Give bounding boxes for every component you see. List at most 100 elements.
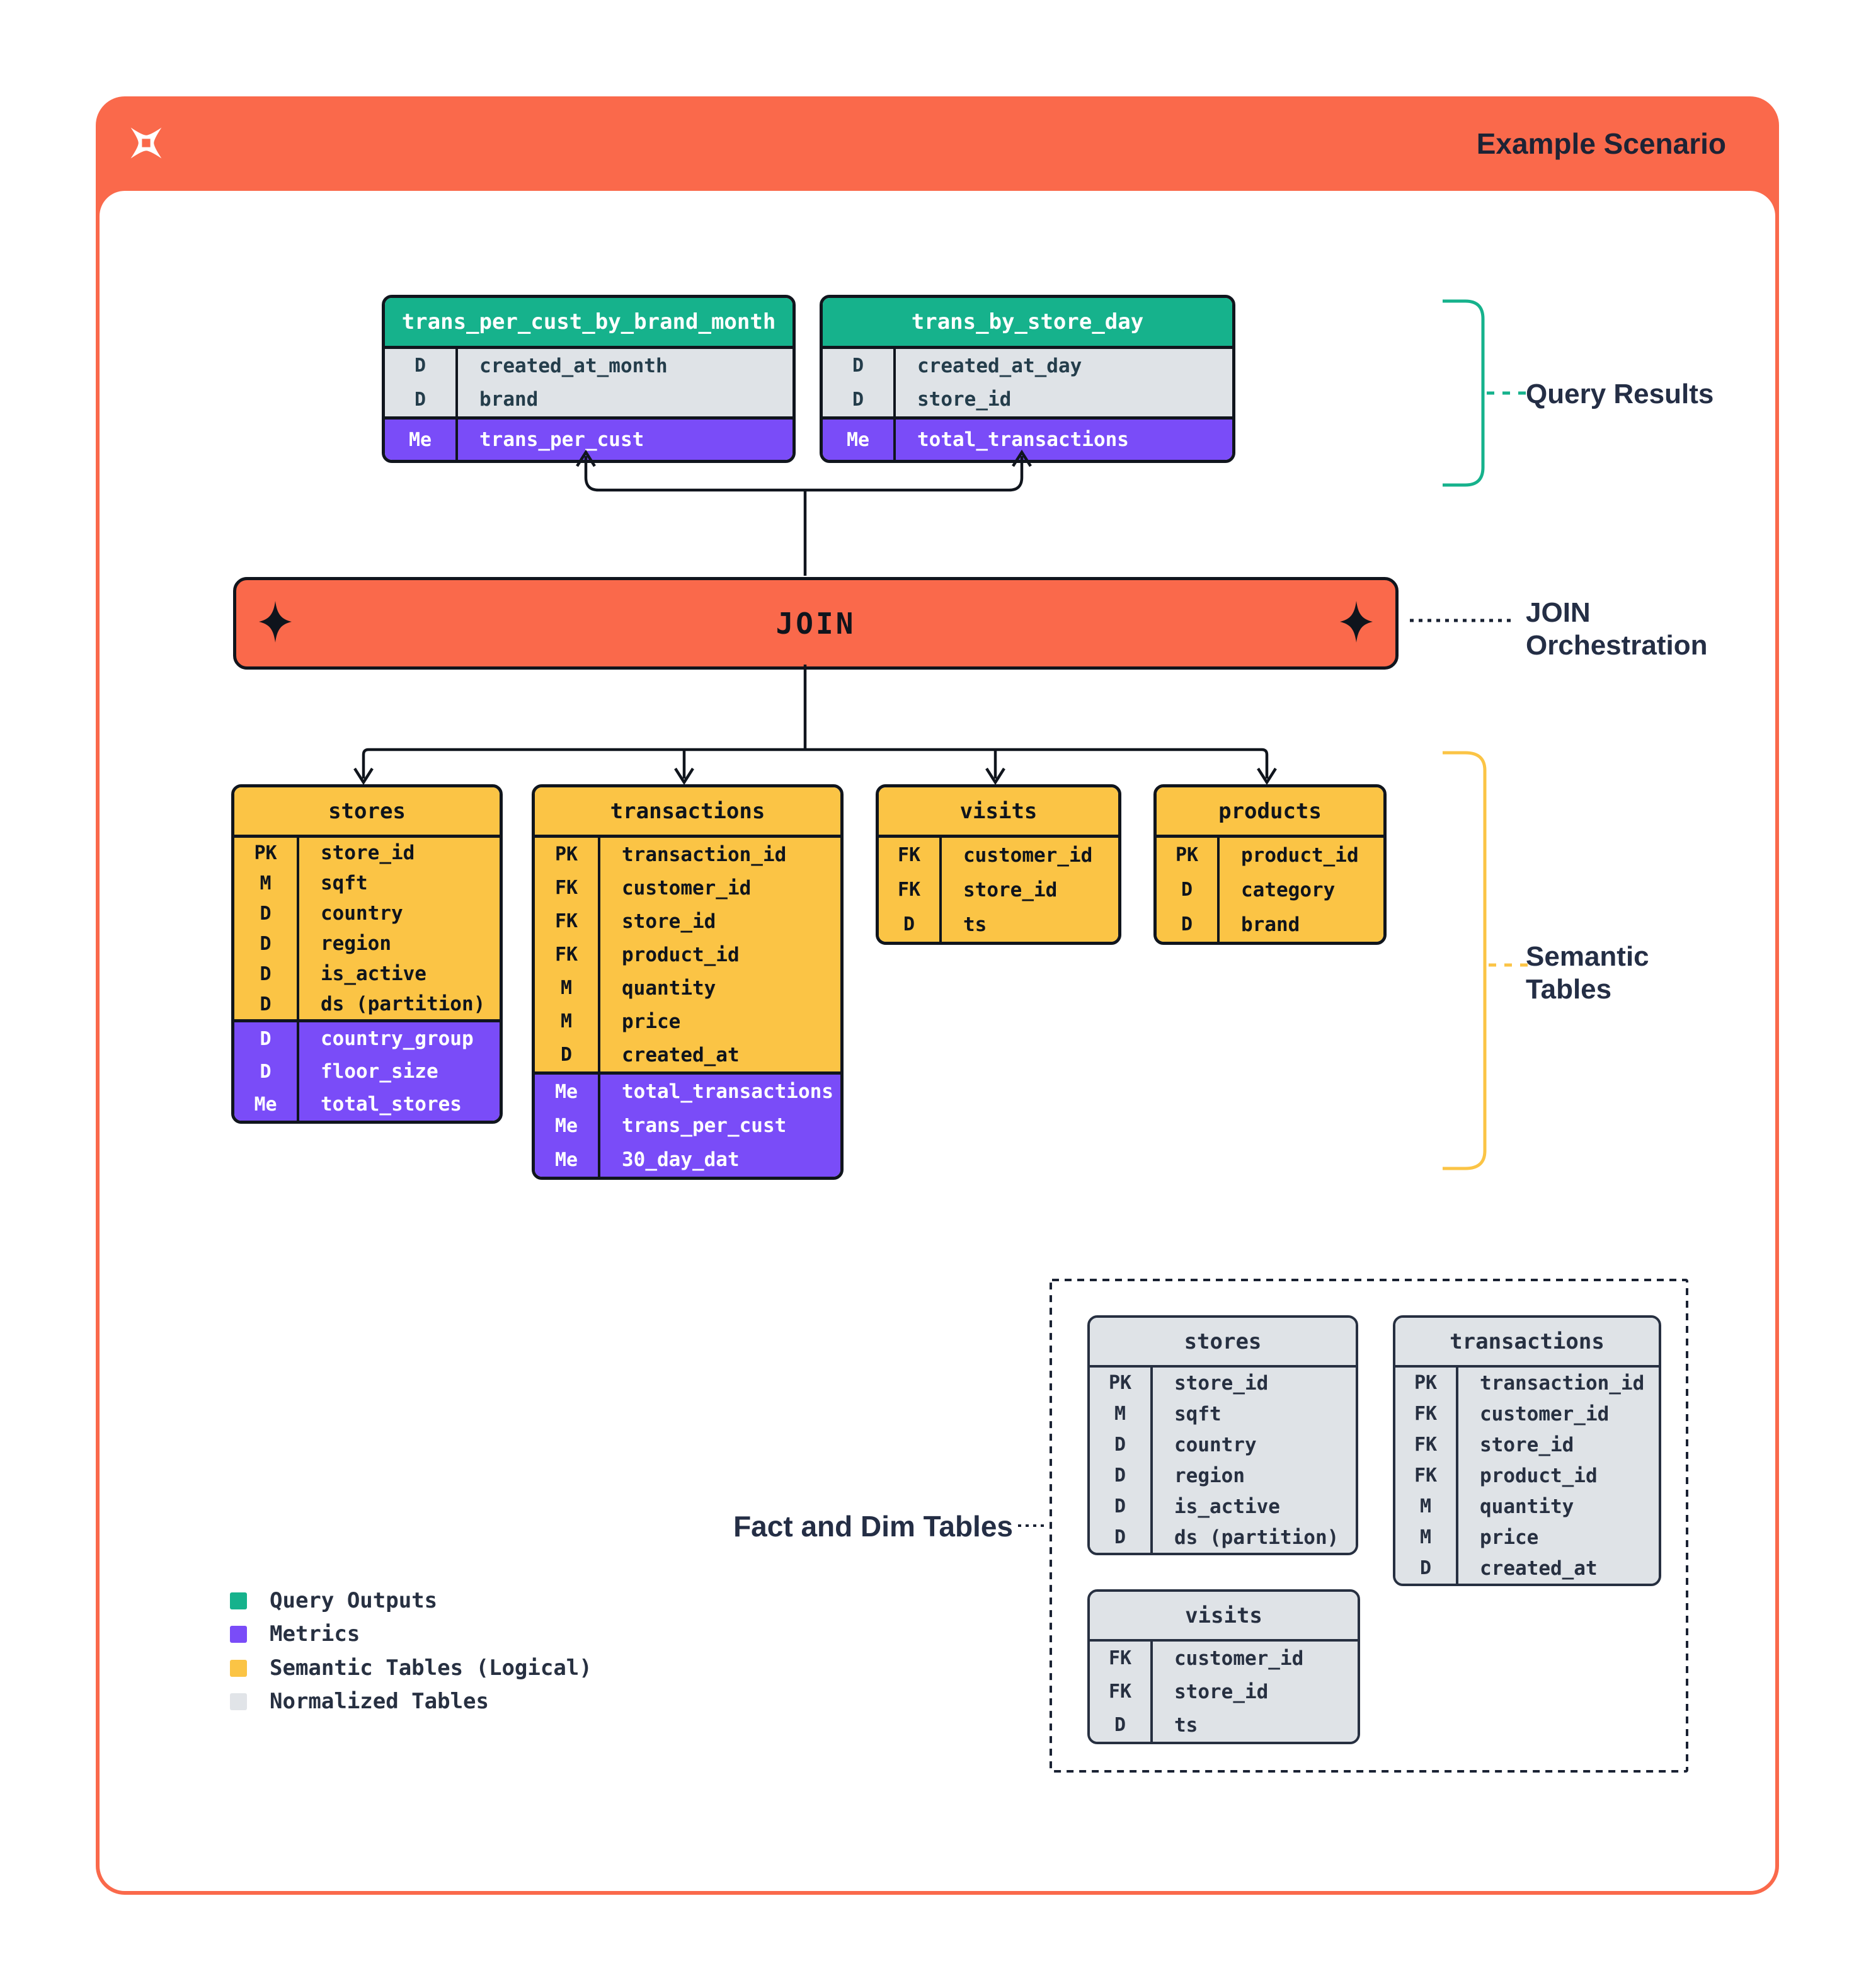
row-name: trans_per_cust <box>479 428 644 451</box>
row-name: region <box>1174 1464 1245 1487</box>
table-title: visits <box>879 787 1118 838</box>
row-key: D <box>1395 1553 1458 1584</box>
row-name: trans_per_cust <box>622 1114 787 1137</box>
legend-item-semantic-tables: Semantic Tables (Logical) <box>230 1655 592 1681</box>
row-key: FK <box>879 872 942 907</box>
row-key: FK <box>1395 1429 1458 1460</box>
row-key: Me <box>823 420 896 460</box>
normalized-tables-swatch-icon <box>230 1693 247 1710</box>
row-key: D <box>535 1038 600 1071</box>
row-key: FK <box>1395 1398 1458 1429</box>
dagster-logo-icon <box>130 127 162 159</box>
row-name: created_at_day <box>917 354 1082 377</box>
fact-and-dim-tables-label: Fact and Dim Tables <box>733 1510 1013 1543</box>
row-key: D <box>1090 1522 1153 1553</box>
row-name: store_id <box>917 388 1012 411</box>
table-title: trans_per_cust_by_brand_month <box>385 298 792 349</box>
row-key: PK <box>234 838 299 868</box>
semantic-tables-label-line2: Tables <box>1526 974 1612 1005</box>
table-row: FK customer_id <box>1395 1398 1659 1429</box>
row-name: customer_id <box>622 876 752 900</box>
row-name: category <box>1241 878 1336 901</box>
row-name: store_id <box>1174 1371 1269 1395</box>
row-name: store_id <box>1480 1433 1574 1456</box>
legend-label: Normalized Tables <box>270 1689 489 1714</box>
row-key: D <box>234 898 299 928</box>
table-title: transactions <box>535 787 840 838</box>
row-name: price <box>1480 1526 1539 1549</box>
row-name: sqft <box>1174 1402 1222 1425</box>
join-orchestration-bar: JOIN <box>233 577 1399 670</box>
row-key: D <box>234 1055 299 1088</box>
row-key: Me <box>535 1075 600 1109</box>
table-title: visits <box>1090 1592 1358 1642</box>
row-name: sqft <box>321 872 368 894</box>
table-row: FK customer_id <box>535 871 840 905</box>
row-name: region <box>321 932 391 955</box>
semantic-tables-label-line1: Semantic <box>1526 941 1649 972</box>
row-name: quantity <box>622 976 716 1000</box>
row-name: store_id <box>1174 1680 1269 1703</box>
row-key: D <box>1157 907 1220 942</box>
row-key: D <box>1090 1708 1153 1742</box>
table-title: stores <box>1090 1318 1356 1368</box>
row-key: M <box>234 868 299 898</box>
row-key: D <box>234 959 299 989</box>
table-title: products <box>1157 787 1383 838</box>
row-name: price <box>622 1010 681 1033</box>
join-orchestration-label: JOIN Orchestration <box>1526 597 1708 662</box>
row-key: FK <box>879 838 942 872</box>
row-key: M <box>1090 1398 1153 1429</box>
row-key: Me <box>234 1088 299 1121</box>
legend-label: Semantic Tables (Logical) <box>270 1655 592 1681</box>
row-key: D <box>234 928 299 959</box>
row-key: FK <box>535 871 600 905</box>
query-outputs-swatch-icon <box>230 1592 247 1609</box>
sparkle-diamond-icon <box>259 601 292 643</box>
row-key: D <box>1090 1460 1153 1491</box>
row-key: FK <box>1090 1642 1153 1675</box>
row-name: ts <box>1174 1713 1198 1737</box>
join-orchestration-label-line2: Orchestration <box>1526 630 1708 661</box>
row-name: product_id <box>622 943 740 966</box>
row-name: country <box>1174 1433 1257 1456</box>
legend-label: Metrics <box>270 1621 360 1647</box>
row-name: country <box>321 902 403 925</box>
row-key: FK <box>535 905 600 938</box>
row-name: customer_id <box>1480 1402 1610 1425</box>
